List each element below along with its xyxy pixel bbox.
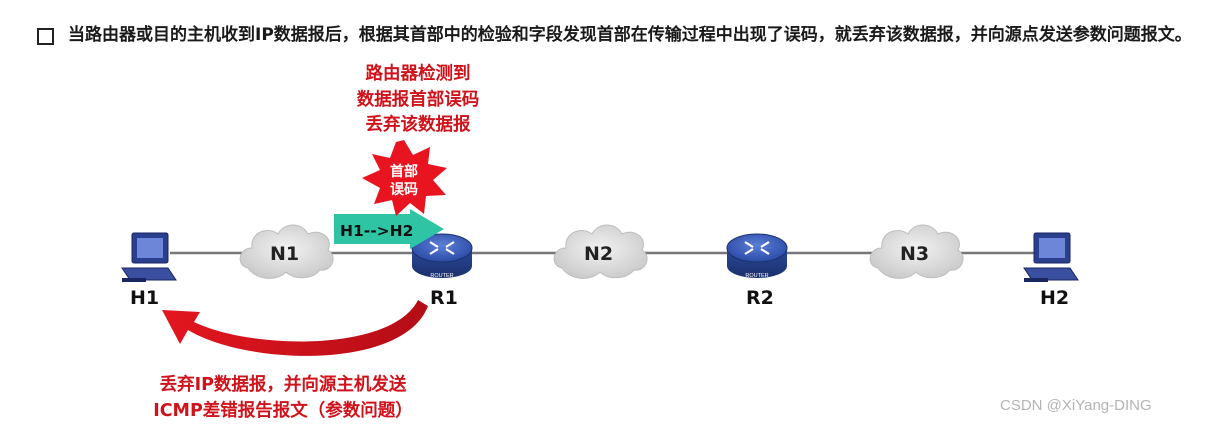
network-n3-label: N3 [900,243,930,265]
error-burst-label: 首部 误码 [371,163,437,199]
burst-line-2: 误码 [390,182,418,198]
error-burst-icon [362,140,447,216]
router-r2-label: R2 [746,287,774,309]
router-detect-callout: 路由器检测到 数据报首部误码 丢弃该数据报 [310,62,526,139]
router-badge: ROUTER [430,273,453,279]
cloud-n1 [239,224,334,279]
packet-label: H1-->H2 [340,222,414,240]
icmp-message-line-1: 丢弃IP数据报，并向源主机发送 [159,375,407,395]
host-h2-computer-icon [1023,232,1079,282]
router-r1-icon: ROUTER [411,233,473,279]
cloud-n3 [869,224,964,279]
router-r1-label: R1 [430,287,458,309]
callout-line-3: 丢弃该数据报 [365,115,471,135]
host-h1-label: H1 [130,287,160,309]
host-h1-computer-icon [121,232,177,282]
network-n2-label: N2 [584,243,614,265]
description-paragraph: 当路由器或目的主机收到IP数据报后，根据其首部中的检验和字段发现首部在传输过程中… [68,25,1192,45]
network-n1-label: N1 [270,243,300,265]
router-r2-icon: ROUTER [726,233,788,279]
host-h2-label: H2 [1040,287,1070,309]
packet-arrow-icon [334,209,444,249]
icmp-message-line-2: ICMP差错报告报文（参数问题） [153,401,413,421]
watermark: CSDN @XiYang-DING [1000,397,1152,414]
router-badge: ROUTER [745,273,768,279]
burst-line-1: 首部 [390,164,418,180]
icmp-error-message: 丢弃IP数据报，并向源主机发送 ICMP差错报告报文（参数问题） [118,372,448,424]
cloud-n2 [553,224,648,279]
callout-line-2: 数据报首部误码 [356,89,480,110]
callout-line-1: 路由器检测到 [365,64,471,84]
icmp-return-arrow [162,300,428,356]
checkbox-square-icon [37,28,54,45]
